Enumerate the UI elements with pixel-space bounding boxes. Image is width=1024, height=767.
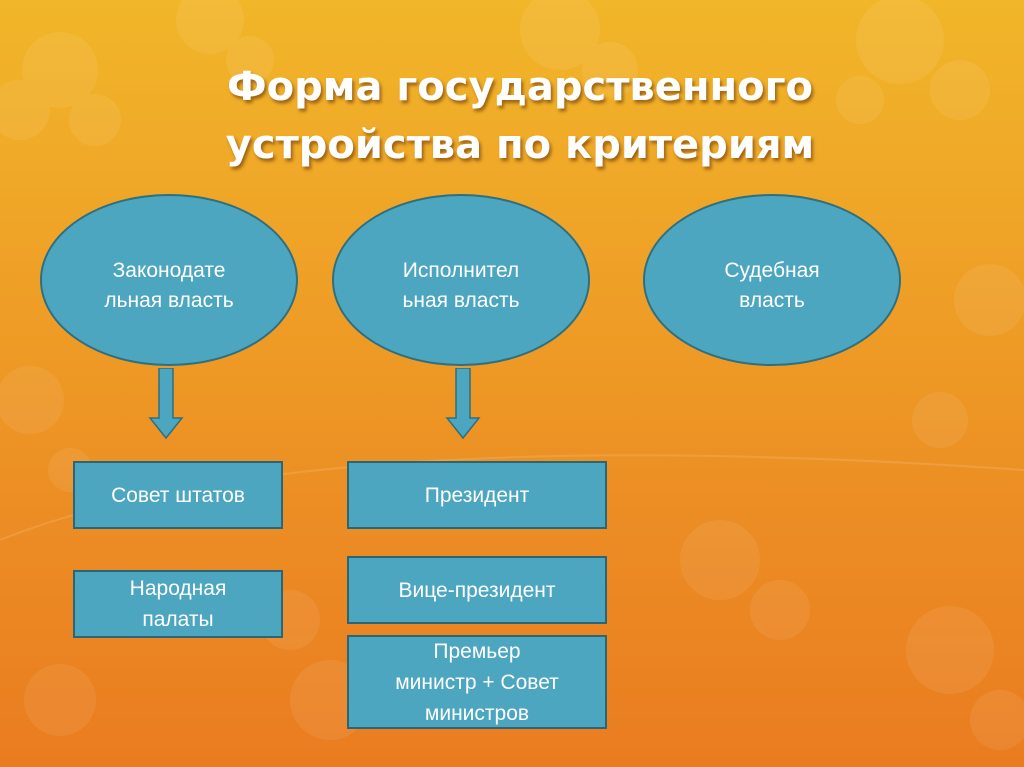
legislative-branch-line-2: льная власть (104, 289, 234, 312)
vice-president-box: Вице-президент (347, 556, 607, 624)
vice-president-label: Вице-президент (398, 578, 556, 602)
president-label: Президент (424, 483, 530, 507)
prime-minister-box: Премьер министр + Совет министров (347, 635, 607, 729)
president-box: Президент (347, 461, 607, 529)
judicial-branch-line-1: Судебная (724, 259, 820, 282)
judicial-branch-line-2: власть (739, 289, 805, 312)
prime-minister-line-3: министров (424, 701, 530, 725)
legislative-branch-line-1: Законодате (112, 259, 226, 282)
down-arrow-icon-executive (445, 368, 481, 440)
council-of-states-box: Совет штатов (73, 461, 283, 529)
national-chamber-box: Народная палаты (73, 570, 283, 638)
national-chamber-line-2: палаты (142, 608, 214, 631)
legislative-branch-node: Законодате льная власть (40, 194, 298, 366)
prime-minister-line-1: Премьер (433, 639, 521, 663)
executive-branch-node: Исполнител ьная власть (332, 194, 590, 366)
prime-minister-line-2: министр + Совет (395, 670, 559, 694)
slide-title: Форма государственного устройства по кри… (110, 58, 930, 174)
down-arrow-icon-legislative (148, 368, 184, 440)
executive-branch-line-2: ьная власть (402, 289, 520, 312)
title-line-2: устройства по критериям (225, 122, 815, 168)
council-of-states-label: Совет штатов (111, 483, 245, 507)
national-chamber-line-1: Народная (129, 577, 227, 600)
executive-branch-line-1: Исполнител (402, 259, 520, 282)
judicial-branch-node: Судебная власть (643, 194, 901, 366)
title-line-1: Форма государственного (227, 64, 813, 110)
